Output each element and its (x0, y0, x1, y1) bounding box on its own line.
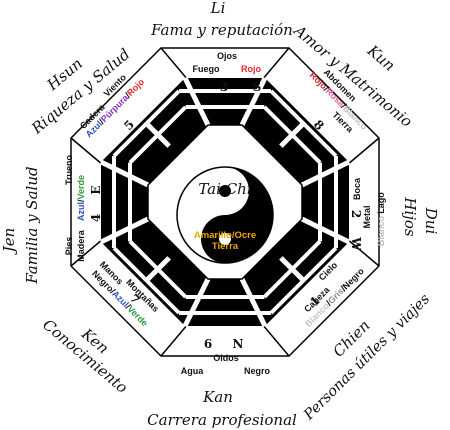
center-title: Tai Chi (198, 180, 251, 198)
outer-li-name: Li (210, 0, 226, 17)
sector-n: Oidos Agua Negro (181, 353, 271, 376)
sector-e: Trueno Azul/Verde Pies Madera (64, 155, 86, 262)
svg-text:Azul/Verde: Azul/Verde (76, 175, 86, 221)
center-color: Amarillo/Ocre (194, 230, 256, 241)
sector-s: Ojos Fuego Rojo (193, 51, 262, 74)
sector-w: Boca Metal (352, 177, 372, 229)
sector-w-word1: Boca (352, 177, 362, 200)
sector-e-word3: Trueno (64, 155, 74, 186)
marker-s-num: 3 (220, 80, 228, 94)
outer-kun-name: Kun (363, 41, 398, 75)
center-element: Tierra (212, 241, 239, 252)
sector-se-color3: Rojo (125, 76, 147, 98)
yin-yang-symbol (176, 166, 274, 264)
sector-n-word2: Agua (181, 366, 204, 376)
marker-e-dir: E (89, 185, 103, 194)
sector-w-word3: Metal (362, 205, 372, 228)
sector-dividers (70, 47, 380, 357)
marker-w-num: 2 (349, 210, 363, 218)
sector-nw-color3: Negro (340, 266, 366, 292)
outer-jen-name: Jen (0, 228, 18, 256)
sector-e-word2: Madera (76, 229, 86, 262)
trigram-corner-separator (300, 216, 351, 245)
sector-s-color: Rojo (241, 64, 261, 74)
marker-n-num: 6 (204, 337, 212, 351)
trigram-corner-separator (182, 277, 211, 328)
outer-dui-area: Hijos (401, 196, 419, 237)
sector-s-word1: Ojos (217, 51, 237, 61)
trigram-yin-gap (144, 256, 171, 283)
trigram-corner-separator (99, 216, 150, 245)
trigram-corner-separator (182, 76, 211, 127)
marker-e-num: 4 (89, 214, 103, 222)
outer-kan-name: Kan (202, 388, 233, 406)
sector-w-word2: Lago (376, 192, 386, 214)
sector-n-word3: Negro (244, 366, 271, 376)
trigram-bars (99, 76, 351, 328)
outer-dui-name: Dui (422, 207, 440, 235)
outer-li-area: Fama y reputación (150, 21, 293, 39)
trigram-corner-separator (239, 277, 268, 328)
trigram-yin-gap (144, 121, 171, 148)
trigram-yin-gap (279, 256, 306, 283)
sector-e-color1: Azul (76, 202, 86, 221)
marker-w-dir: W (349, 236, 363, 251)
trigram-corner-separator (99, 159, 150, 188)
sector-e-color2: Verde (76, 175, 86, 200)
trigram-separator (112, 89, 181, 158)
trigram-separator (112, 246, 181, 315)
outer-jen-area: Familia y Salud (23, 166, 41, 284)
outer-kan-area: Carrera profesional (147, 411, 297, 429)
sector-e-word1: Pies (64, 237, 74, 256)
outer-ken-area: Conocimiento (39, 316, 131, 397)
trigram-corner-separator (300, 159, 351, 188)
marker-n-dir: N (233, 337, 244, 351)
marker-s-dir: S (253, 80, 262, 94)
sector-w-color: Blanco (376, 215, 386, 246)
trigram-corner-separator (239, 76, 268, 127)
sector-s-word2: Fuego (193, 64, 220, 74)
trigram-yin-gap (279, 121, 306, 148)
sector-n-word1: Oidos (213, 353, 239, 363)
